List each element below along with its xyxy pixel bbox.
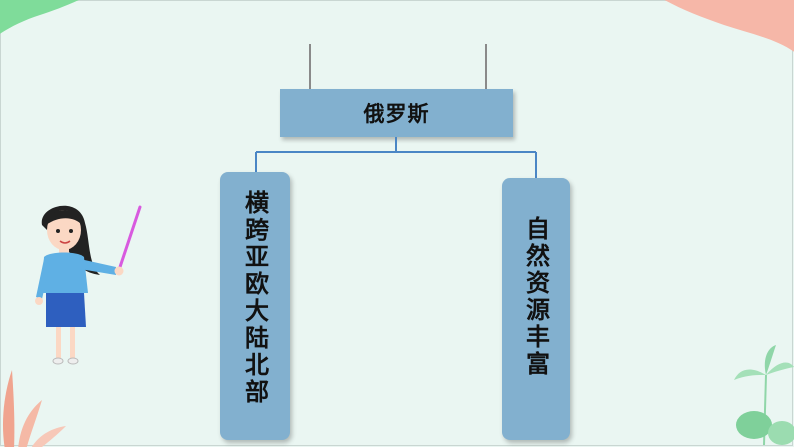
teacher-illustration: [35, 205, 142, 365]
title-box: 俄罗斯: [280, 89, 513, 137]
hanging-wire-left: [309, 44, 311, 96]
left-branch-text: 横跨亚欧大陆北部: [240, 190, 269, 406]
corner-blob-green: [0, 0, 79, 34]
title-text: 俄罗斯: [363, 102, 430, 126]
right-branch-text: 自然资源丰富: [521, 216, 550, 378]
left-branch-box: 横跨亚欧大陆北部: [220, 172, 290, 440]
hanging-wire-right: [485, 44, 487, 96]
leaf-plant-icon: [2, 370, 66, 447]
palm-plant-icon: [734, 345, 794, 446]
corner-blob-pink: [664, 0, 794, 52]
right-branch-box: 自然资源丰富: [502, 178, 570, 440]
